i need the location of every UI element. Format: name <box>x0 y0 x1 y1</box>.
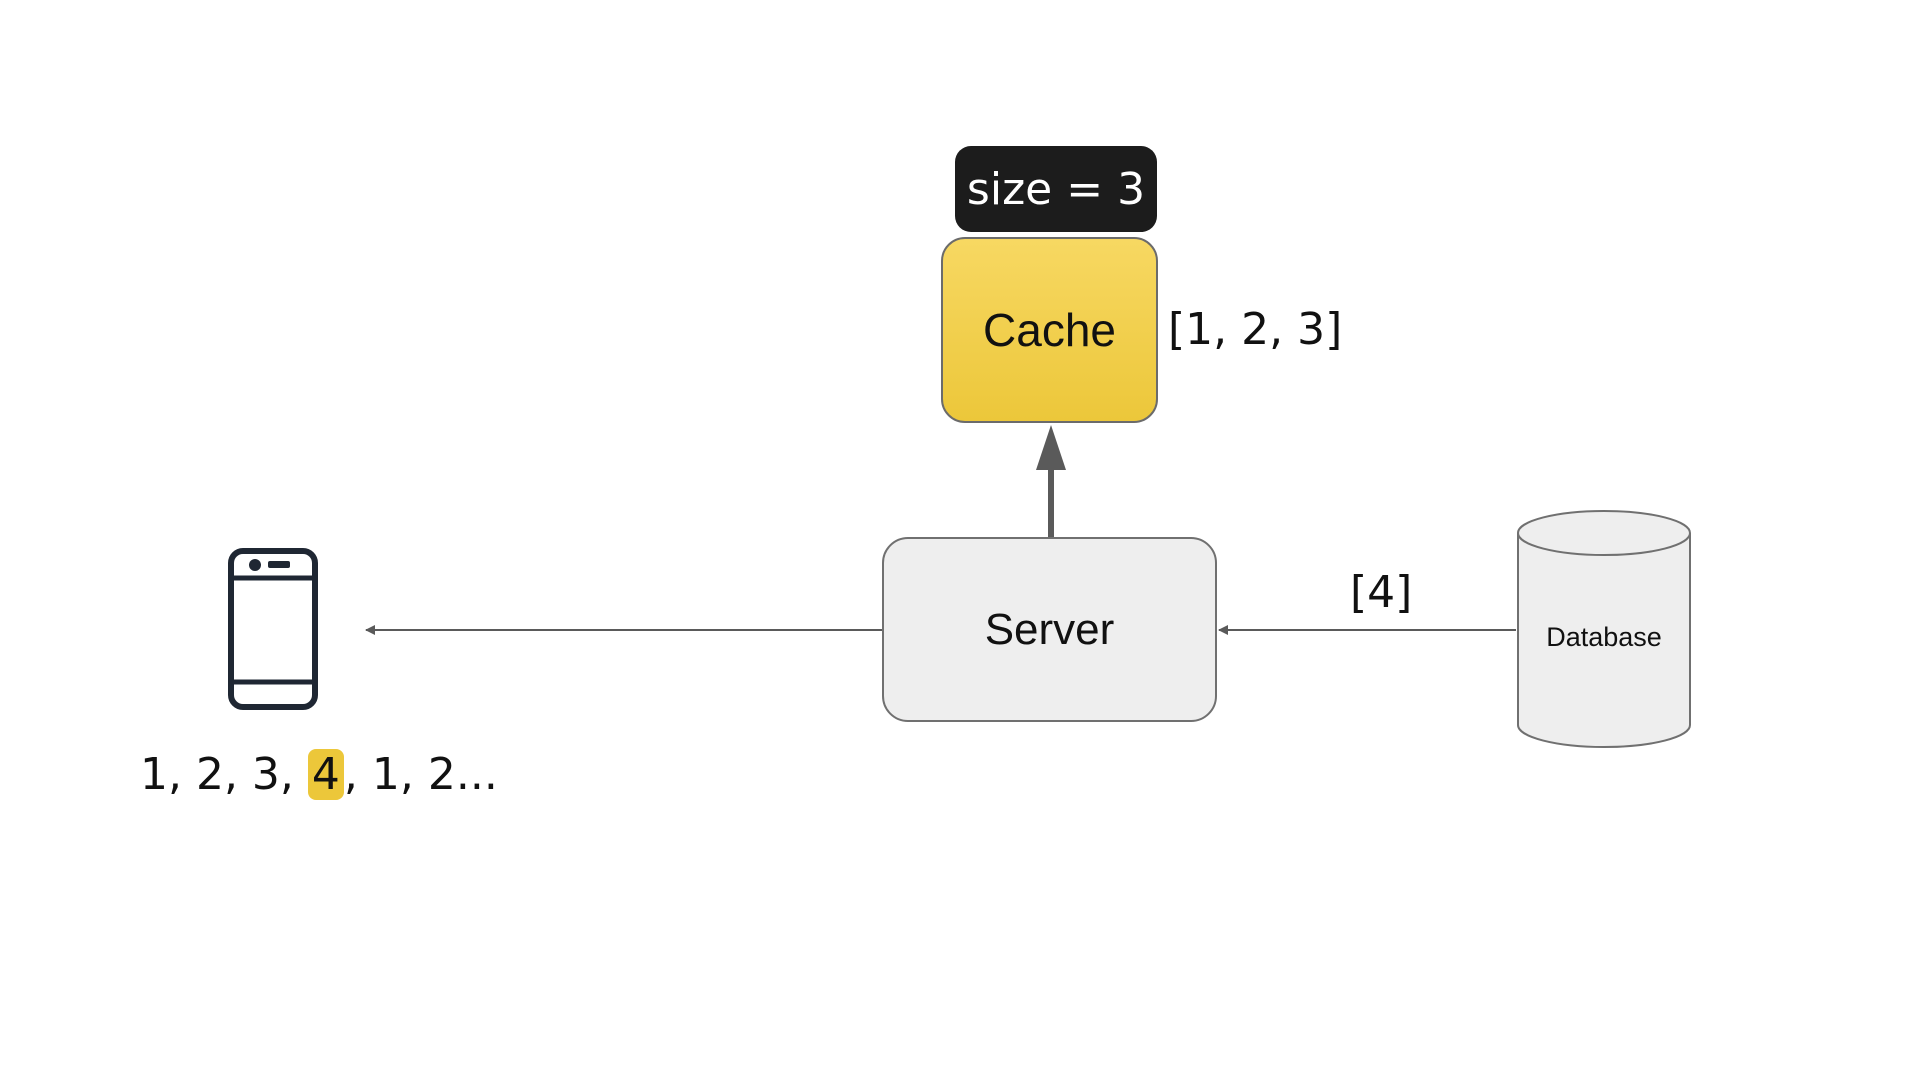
sequence-highlighted-item: 4 <box>307 749 344 800</box>
cache-label: Cache <box>983 304 1116 356</box>
cache-contents: [1, 2, 3] <box>1168 304 1343 355</box>
server-to-cache-arrowhead <box>1036 425 1066 470</box>
server-node: Server <box>882 537 1217 722</box>
cache-capacity-badge: size = 3 <box>955 146 1157 232</box>
cache-node: Cache <box>941 237 1158 423</box>
cache-capacity-text: size = 3 <box>966 163 1146 215</box>
request-sequence: 1, 2, 3, 4, 1, 2... <box>140 746 498 804</box>
server-label: Server <box>984 604 1115 654</box>
database-cylinder-top <box>1517 510 1691 556</box>
sequence-after: , 1, 2... <box>343 749 498 800</box>
database-to-server-label: [4] <box>1350 567 1413 618</box>
database-node <box>1517 510 1691 748</box>
smartphone-icon <box>228 548 318 710</box>
database-label: Database <box>1546 622 1662 652</box>
sequence-before: 1, 2, 3, <box>140 749 308 800</box>
database-cylinder-body <box>1517 533 1691 748</box>
